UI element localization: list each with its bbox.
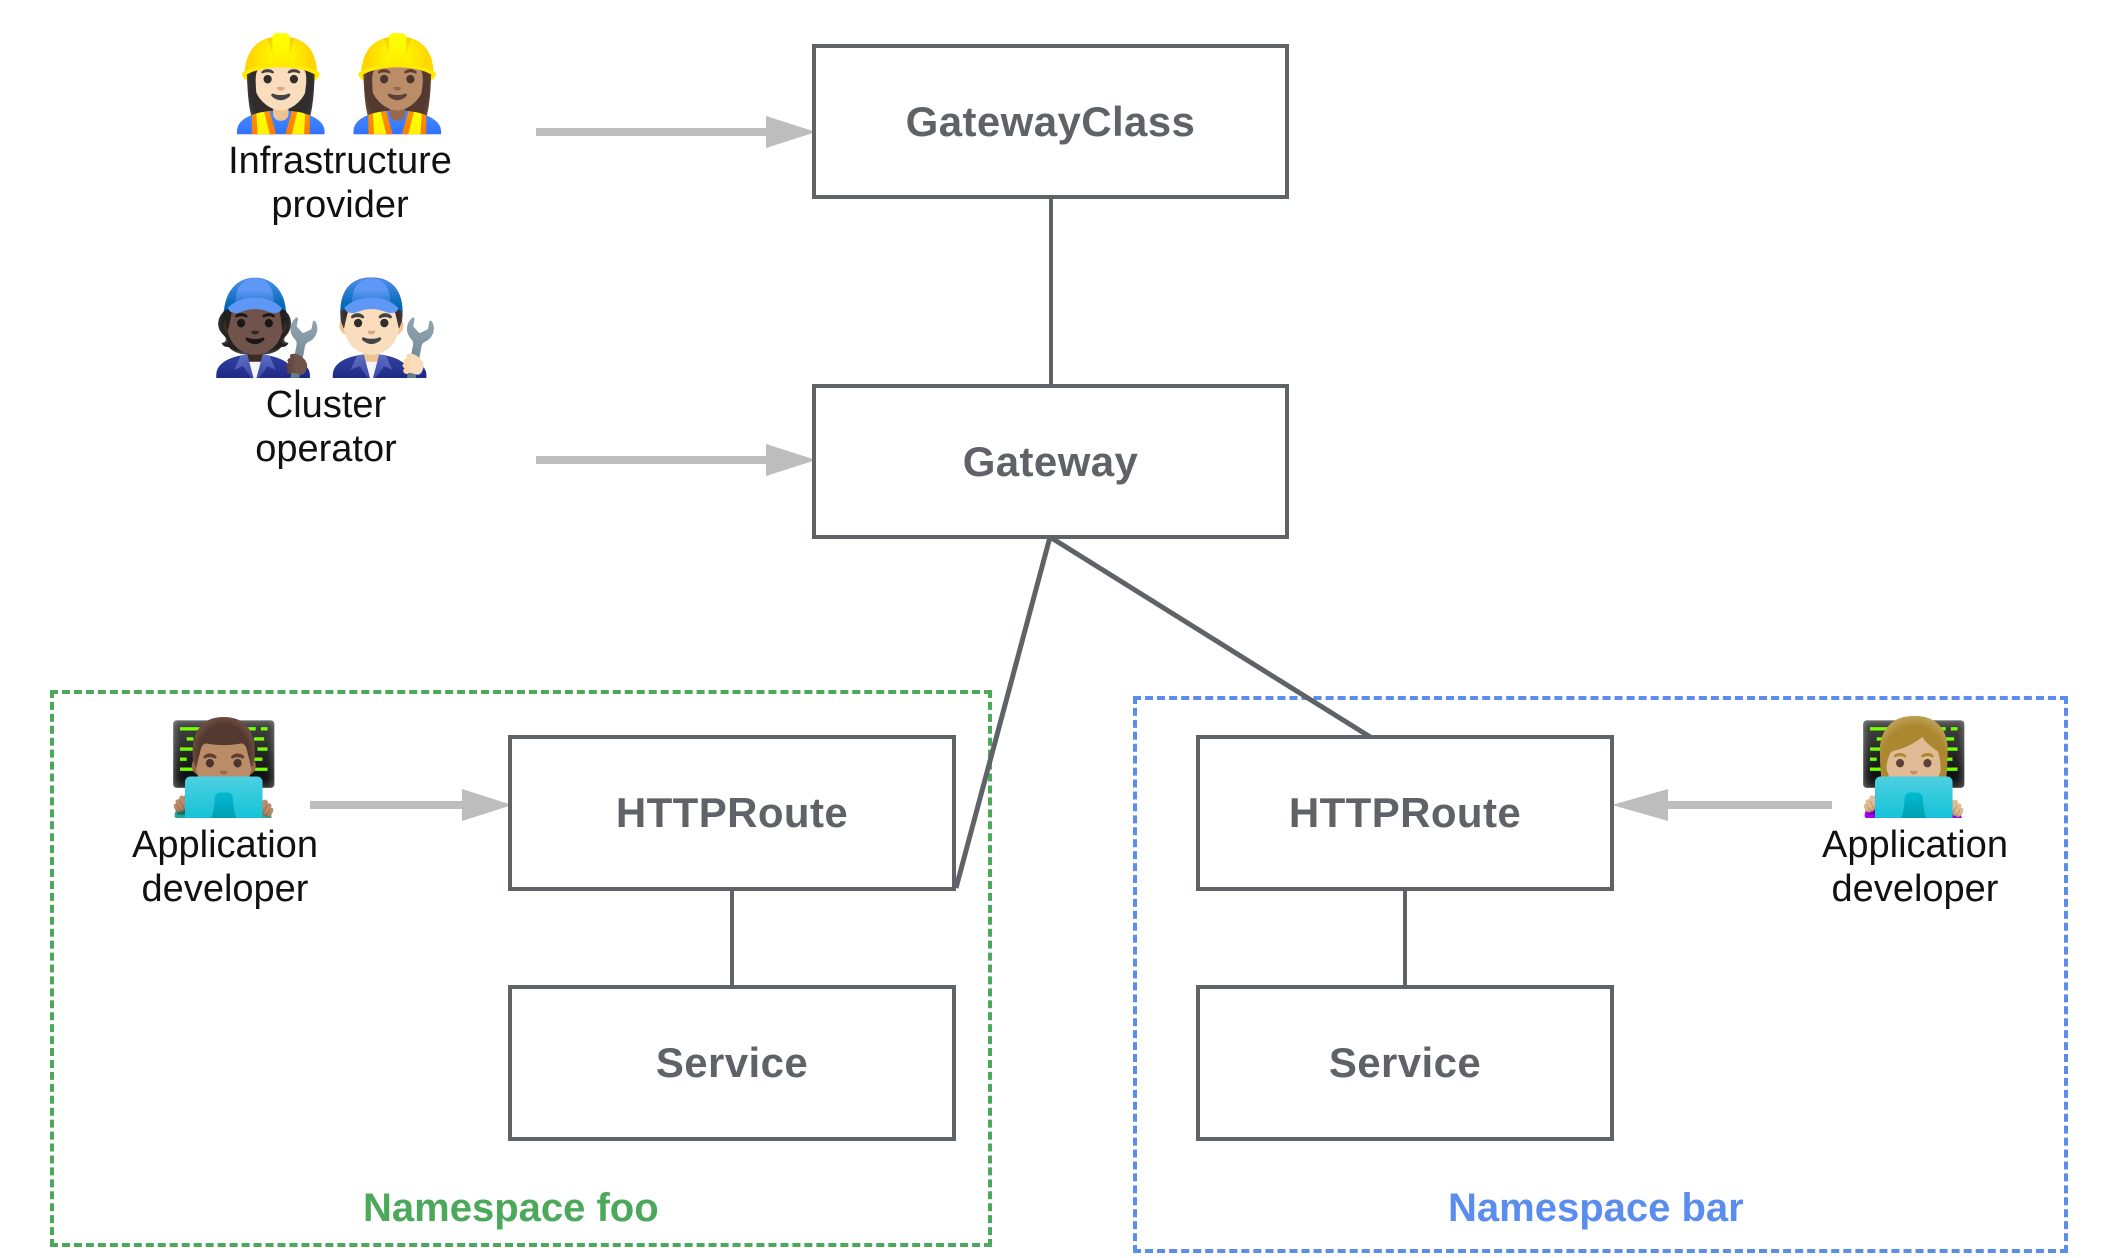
technologist-man-icon: 👨🏽‍💻 xyxy=(166,714,284,821)
cluster-operator-to-gateway-arrow xyxy=(536,444,816,476)
httproute-bar-label: HTTPRoute xyxy=(1288,789,1522,836)
construction-worker-icon: 👷🏻‍♀️👷🏽‍♀️ xyxy=(223,30,457,137)
service-foo-box[interactable]: Service xyxy=(508,985,956,1141)
gateway-box[interactable]: Gateway xyxy=(812,384,1289,539)
namespace-bar-label: Namespace bar xyxy=(1448,1186,1744,1230)
httproute-bar-box[interactable]: HTTPRoute xyxy=(1196,735,1614,891)
persona-application-developer-foo-label: Application developer xyxy=(132,823,318,911)
persona-infrastructure-provider-label: Infrastructure provider xyxy=(228,139,452,227)
infrastructure-provider-to-gatewayclass-arrow xyxy=(536,116,816,148)
persona-application-developer-foo: 👨🏽‍💻 Application developer xyxy=(110,714,340,912)
gatewayclass-label: GatewayClass xyxy=(905,97,1196,145)
persona-application-developer-bar: 👩🏼‍💻 Application developer xyxy=(1800,714,2030,912)
gatewayclass-to-gateway-line xyxy=(1049,196,1053,388)
persona-cluster-operator: 🧑🏿‍🔧👨🏻‍🔧 Cluster operator xyxy=(192,274,460,472)
httproute-foo-to-service-foo-line xyxy=(730,888,734,988)
namespace-foo-label: Namespace foo xyxy=(363,1186,659,1230)
gatewayclass-box[interactable]: GatewayClass xyxy=(812,44,1289,199)
httproute-foo-label: HTTPRoute xyxy=(615,789,849,836)
service-bar-label: Service xyxy=(1328,1039,1482,1086)
persona-cluster-operator-label: Cluster operator xyxy=(255,383,397,471)
persona-application-developer-bar-label: Application developer xyxy=(1822,823,2008,911)
httproute-bar-to-service-bar-line xyxy=(1403,888,1407,988)
persona-infrastructure-provider: 👷🏻‍♀️👷🏽‍♀️ Infrastructure provider xyxy=(206,30,474,228)
httproute-foo-box[interactable]: HTTPRoute xyxy=(508,735,956,891)
service-foo-label: Service xyxy=(655,1039,809,1086)
namespace-foo-container xyxy=(50,690,992,1247)
technologist-woman-icon: 👩🏼‍💻 xyxy=(1856,714,1974,821)
gateway-label: Gateway xyxy=(962,437,1139,485)
mechanic-icon: 🧑🏿‍🔧👨🏻‍🔧 xyxy=(209,274,443,381)
service-bar-box[interactable]: Service xyxy=(1196,985,1614,1141)
